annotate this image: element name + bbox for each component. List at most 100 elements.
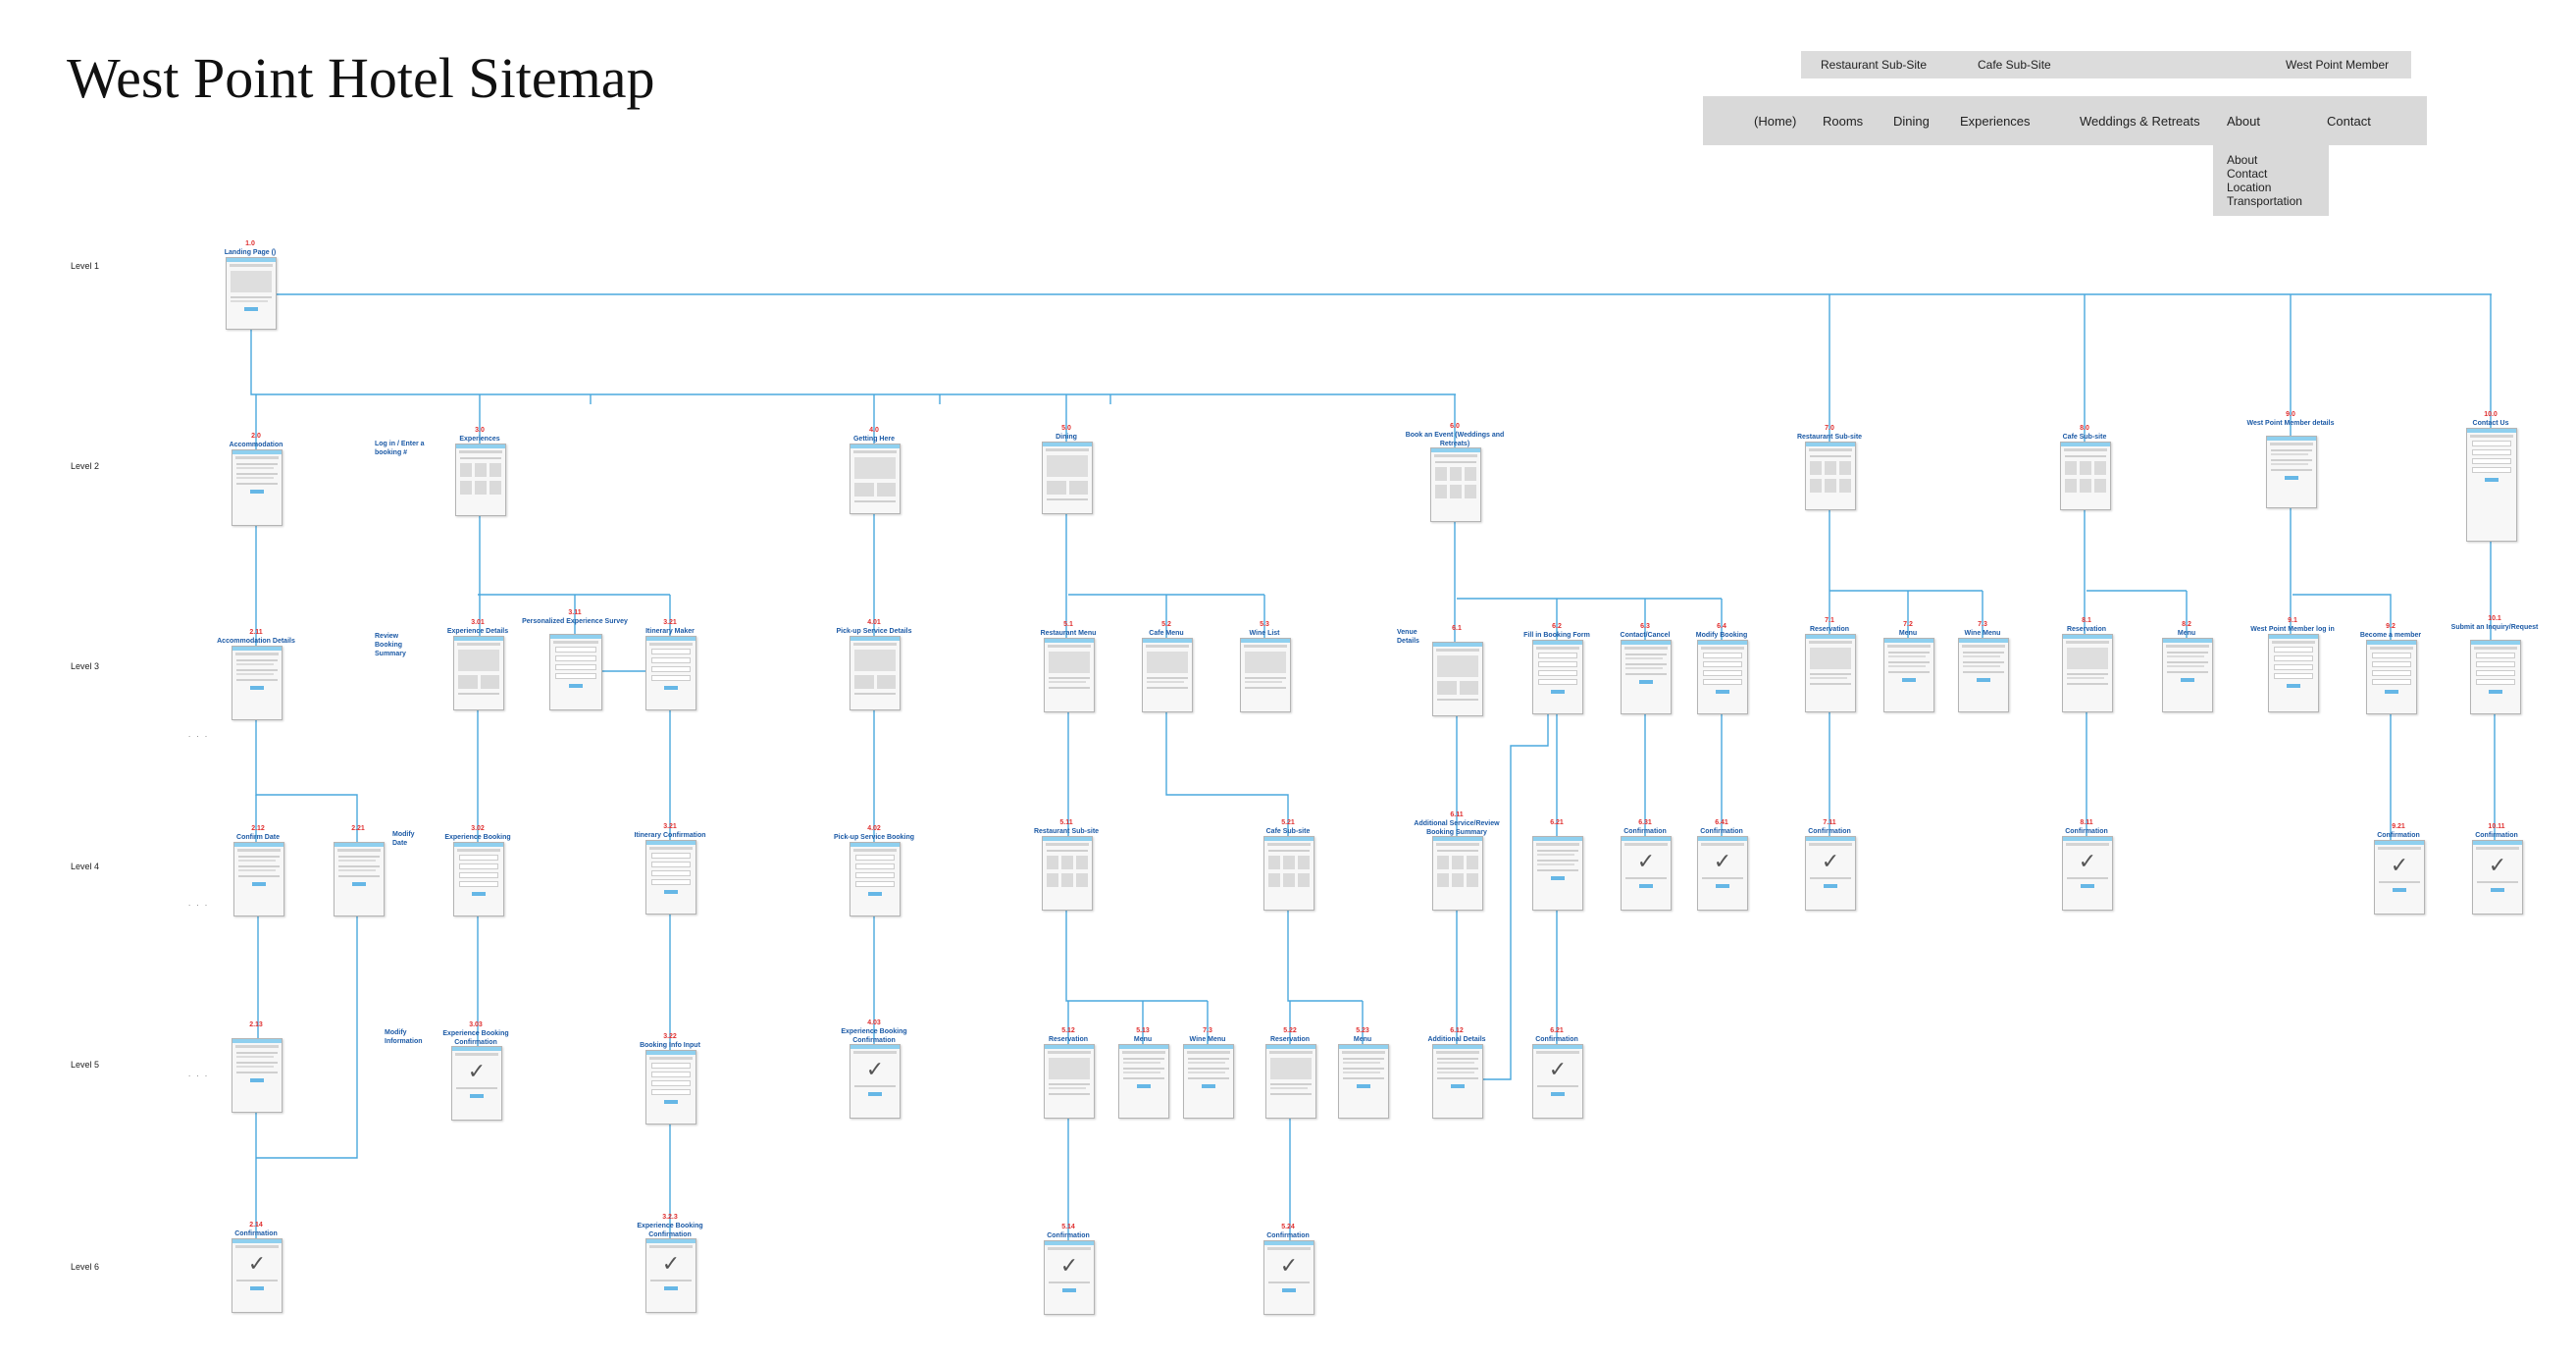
wireframe-p-4-01[interactable]	[850, 636, 901, 710]
wireframe-p-2-14[interactable]: ✓	[232, 1238, 283, 1313]
wireframe-p-2-21[interactable]	[334, 842, 385, 916]
wireframe-p-4-02[interactable]	[850, 842, 901, 916]
wireframe-p-3-11[interactable]	[549, 634, 602, 710]
wireframe-p-5-14[interactable]: ✓	[1044, 1240, 1095, 1315]
wireframe-p-3-21b[interactable]	[645, 840, 696, 915]
wireframe-p-7-3b[interactable]	[1183, 1044, 1234, 1119]
wireframe-p-5-1[interactable]	[1044, 638, 1095, 712]
wireframe-p-5-21[interactable]	[1263, 836, 1314, 911]
wireframe-p-7-2[interactable]	[1883, 638, 1934, 712]
wireframe-p-5-22[interactable]	[1265, 1044, 1316, 1119]
wireframe-p-6-1[interactable]	[1432, 642, 1483, 716]
wireframe-p-8-2[interactable]	[2162, 638, 2213, 712]
wireframe-p-10-1[interactable]	[2470, 640, 2521, 714]
page-title-label: Menu	[1133, 1036, 1153, 1043]
wireframe-p-6-3[interactable]	[1621, 640, 1672, 714]
wireframe-p-8-11[interactable]: ✓	[2062, 836, 2113, 911]
wireframe-p-6-11[interactable]	[1432, 836, 1483, 911]
wireframe-p-2-11[interactable]	[232, 646, 283, 720]
wireframe-p-7-0[interactable]	[1805, 442, 1856, 510]
page-number: 6.41	[1715, 819, 1728, 826]
nav-dining[interactable]: Dining	[1893, 114, 1930, 129]
wireframe-p-5-24[interactable]: ✓	[1263, 1240, 1314, 1315]
page-title-label: Experience Details	[446, 628, 509, 635]
note-modify-date: Modify Date	[392, 831, 415, 847]
ellipsis-marker: . . .	[188, 730, 210, 739]
wireframe-p-3-02[interactable]	[453, 842, 504, 916]
nav-cafe-subsite[interactable]: Cafe Sub-Site	[1978, 58, 2051, 72]
wireframe-p-3-21[interactable]	[645, 636, 696, 710]
wireframe-p-5-23[interactable]	[1338, 1044, 1389, 1119]
wireframe-p-2-13[interactable]	[232, 1038, 283, 1113]
dropdown-location[interactable]: Location	[2227, 181, 2272, 194]
page-number: 3.11	[568, 609, 582, 616]
page-number: 10.1	[2488, 615, 2501, 622]
wireframe-p-7-3[interactable]	[1958, 638, 2009, 712]
wireframe-p-3-22[interactable]	[645, 1050, 696, 1125]
wireframe-p-8-0[interactable]	[2060, 442, 2111, 510]
page-title-label: Getting Here	[852, 436, 895, 443]
wireframe-p-5-3[interactable]	[1240, 638, 1291, 712]
wireframe-p-9-2[interactable]	[2366, 640, 2417, 714]
wireframe-p-5-11[interactable]	[1042, 836, 1093, 911]
wireframe-p-6-21b[interactable]: ✓	[1532, 1044, 1583, 1119]
note-modify-info: Modify Information	[385, 1029, 423, 1045]
wireframe-p-9-1[interactable]	[2268, 634, 2319, 712]
wireframe-p-4-0[interactable]	[850, 444, 901, 514]
wireframe-p-2-0[interactable]	[232, 449, 283, 526]
level-1-label: Level 1	[71, 261, 100, 271]
wireframe-p-6-4[interactable]	[1697, 640, 1748, 714]
wireframe-p-10-11[interactable]: ✓	[2472, 840, 2523, 915]
wireframe-p-6-31[interactable]: ✓	[1621, 836, 1672, 911]
wireframe-p-1-0[interactable]	[226, 257, 277, 330]
page-title-label: Pick-up Service Details	[836, 628, 912, 635]
wireframe-p-5-13[interactable]	[1118, 1044, 1169, 1119]
nav-restaurant-subsite[interactable]: Restaurant Sub-Site	[1821, 58, 1928, 72]
wireframe-p-5-0[interactable]	[1042, 442, 1093, 514]
wireframe-p-10-0[interactable]	[2466, 428, 2517, 542]
page-number: 6.3	[1640, 623, 1650, 630]
wireframe-p-6-41[interactable]: ✓	[1697, 836, 1748, 911]
wireframe-p-7-1[interactable]	[1805, 634, 1856, 712]
note-log-in: Log in / Enter a booking #	[375, 441, 425, 456]
wireframe-p-3-23[interactable]: ✓	[645, 1238, 696, 1313]
wireframe-p-8-1[interactable]	[2062, 634, 2113, 712]
wireframe-p-4-03[interactable]: ✓	[850, 1044, 901, 1119]
nav-weddings-retreats[interactable]: Weddings & Retreats	[2080, 114, 2200, 129]
wireframe-p-2-12[interactable]	[233, 842, 284, 916]
nav-about[interactable]: About	[2227, 114, 2260, 129]
nav-experiences[interactable]: Experiences	[1960, 114, 2031, 129]
dropdown-contact[interactable]: Contact	[2227, 167, 2268, 181]
wireframe-p-6-2[interactable]	[1532, 640, 1583, 714]
nav-contact[interactable]: Contact	[2327, 114, 2371, 129]
wireframe-p-3-0[interactable]	[455, 444, 506, 516]
nav-home[interactable]: (Home)	[1754, 114, 1797, 129]
wireframe-p-3-03[interactable]: ✓	[451, 1046, 502, 1121]
page-title-label: Confirmation	[1700, 828, 1743, 835]
page-title-label: Personalized Experience Survey	[522, 618, 628, 625]
wireframe-p-5-12[interactable]	[1044, 1044, 1095, 1119]
wireframe-p-9-0[interactable]	[2266, 436, 2317, 508]
wireframe-p-6-0[interactable]	[1430, 447, 1481, 522]
wireframe-p-7-11[interactable]: ✓	[1805, 836, 1856, 911]
wireframe-p-6-21[interactable]	[1532, 836, 1583, 911]
page-number: 4.03	[867, 1020, 881, 1026]
wireframe-p-9-21[interactable]: ✓	[2374, 840, 2425, 915]
dropdown-about[interactable]: About	[2227, 153, 2258, 167]
dropdown-transportation[interactable]: Transportation	[2227, 194, 2302, 208]
nav-rooms[interactable]: Rooms	[1823, 114, 1864, 129]
wireframe-p-3-01[interactable]	[453, 636, 504, 710]
wireframe-p-5-2[interactable]	[1142, 638, 1193, 712]
wireframe-p-6-12[interactable]	[1432, 1044, 1483, 1119]
nav-west-point-member[interactable]: West Point Member	[2286, 58, 2390, 72]
